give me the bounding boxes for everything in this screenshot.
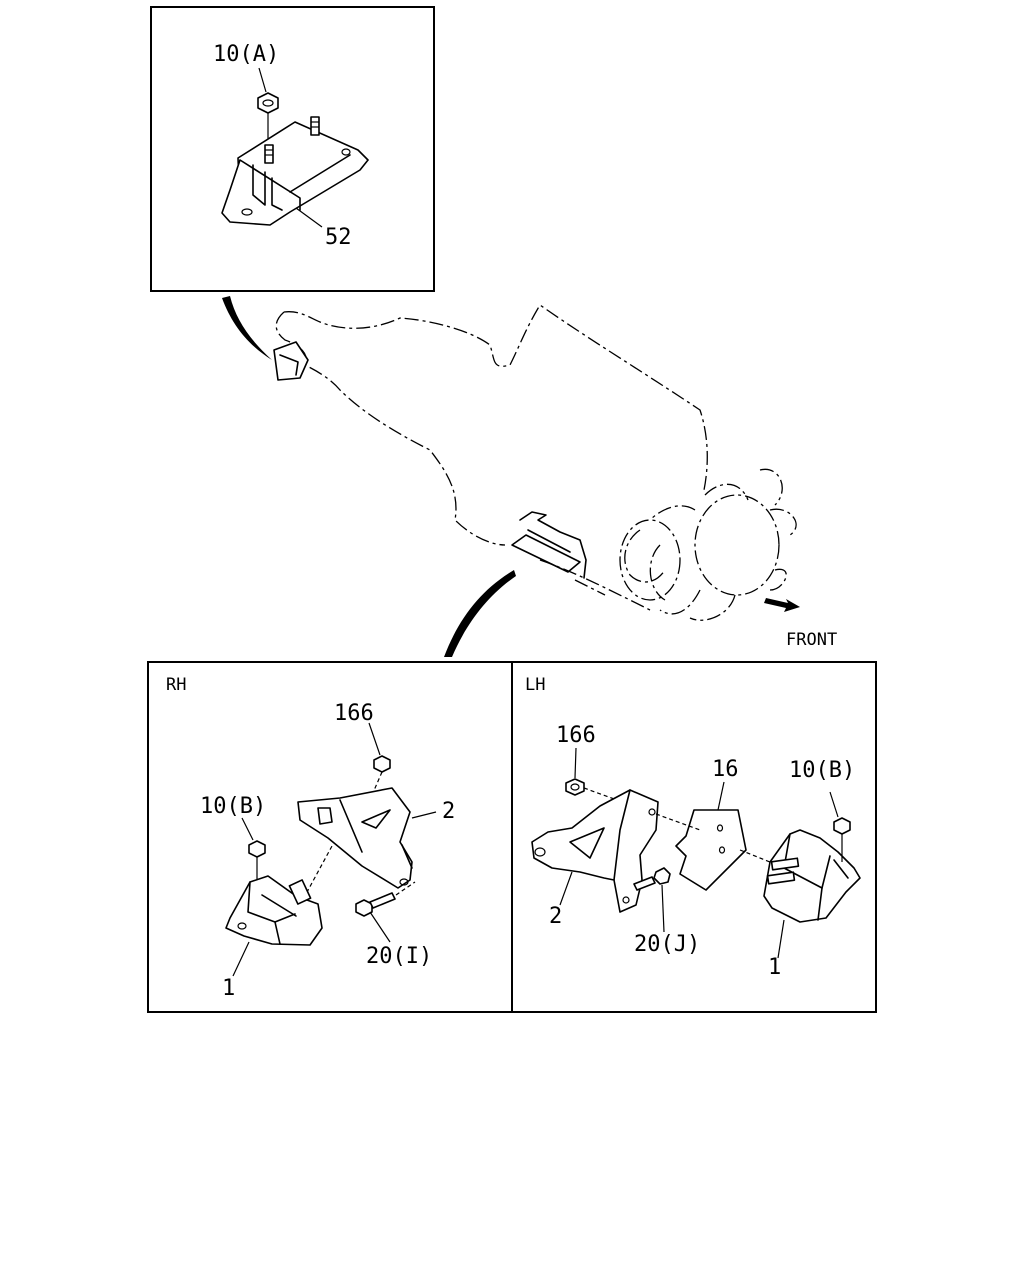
cooling-fan-icon — [619, 468, 797, 621]
rear-mount-icon — [221, 116, 369, 226]
nut-10b-icon — [833, 817, 851, 835]
top-inset-panel: 10(A) 52 — [150, 6, 435, 292]
label-20i: 20(I) — [366, 944, 432, 969]
label-2: 2 — [549, 904, 562, 929]
callout-arrow — [444, 570, 516, 657]
leader-line — [739, 849, 771, 863]
label-20j: 20(J) — [634, 932, 700, 957]
front-direction-arrow — [764, 598, 800, 612]
front-label: FRONT — [786, 630, 837, 650]
label-10a: 10(A) — [213, 42, 279, 67]
label-10b: 10(B) — [789, 758, 855, 783]
leader-line — [717, 781, 725, 811]
engine-outline — [273, 304, 708, 611]
nut-166-icon — [373, 755, 391, 773]
label-10b: 10(B) — [200, 794, 266, 819]
leader-line — [258, 67, 267, 93]
rh-mount-icon — [225, 875, 323, 946]
lh-panel: LH — [511, 661, 877, 1013]
leader-line — [777, 919, 785, 959]
leader-line — [241, 817, 254, 841]
leader-line — [829, 791, 839, 818]
label-1: 1 — [768, 955, 781, 980]
bolt-20j-icon — [633, 867, 671, 891]
bolt-20i-icon — [355, 892, 396, 917]
nut-10b-icon — [248, 840, 266, 858]
leader-line — [355, 771, 383, 833]
rh-title: RH — [166, 675, 186, 695]
top-inset-frame — [150, 6, 435, 292]
leader-line — [232, 941, 250, 977]
leader-line — [661, 884, 665, 933]
label-166: 166 — [334, 701, 374, 726]
leader-line — [369, 911, 391, 943]
lh-plate-icon — [675, 809, 747, 891]
lh-panel-frame — [511, 661, 877, 1013]
label-2: 2 — [442, 799, 455, 824]
label-52: 52 — [325, 225, 352, 250]
leader-line — [655, 813, 701, 831]
leader-line — [295, 207, 323, 228]
nut-166-icon — [565, 778, 585, 796]
flange-nut-icon — [257, 92, 279, 114]
label-16: 16 — [712, 757, 739, 782]
leader-line — [368, 722, 381, 756]
leader-line — [559, 871, 573, 906]
label-166: 166 — [556, 723, 596, 748]
rh-panel: RH — [147, 661, 513, 1013]
label-1: 1 — [222, 976, 235, 1001]
callout-arrow — [222, 296, 272, 360]
lh-title: LH — [525, 675, 545, 695]
lh-mount-icon — [763, 829, 861, 923]
leader-line — [574, 747, 577, 779]
leader-line — [395, 881, 416, 896]
leader-line — [411, 811, 437, 819]
rh-bracket-icon — [297, 787, 413, 889]
lh-bracket-icon — [531, 789, 659, 913]
